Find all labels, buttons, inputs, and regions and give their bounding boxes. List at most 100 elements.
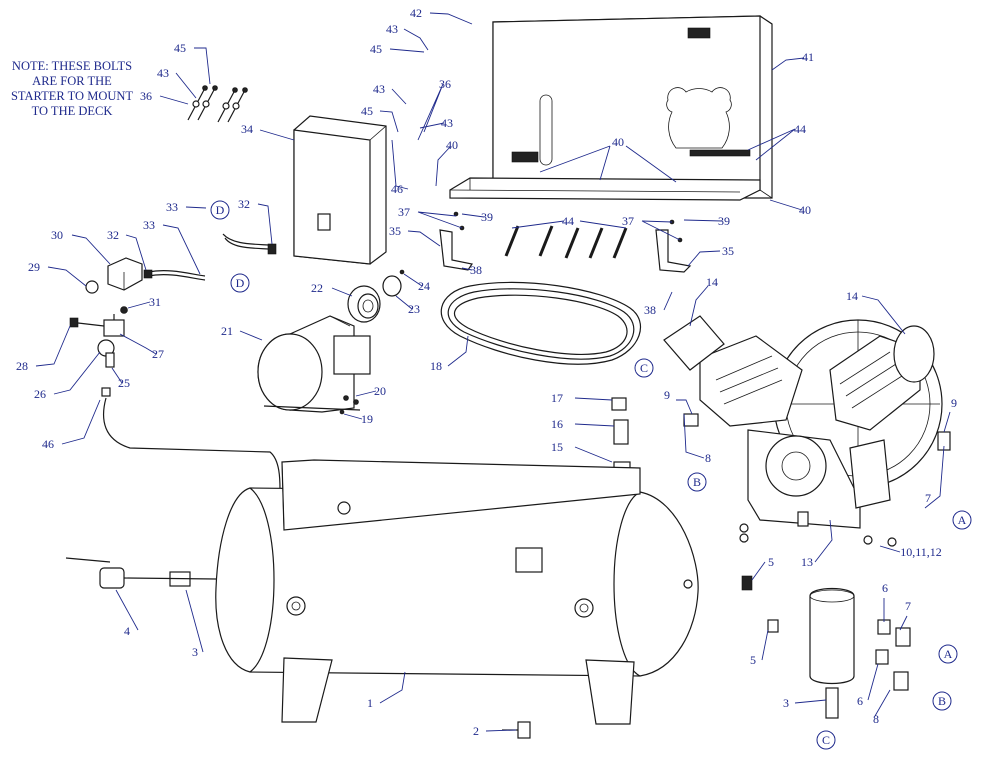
- callout-c6b: 6: [857, 694, 863, 708]
- callout-c20: 20: [374, 384, 386, 398]
- callout-c9a: 9: [664, 388, 670, 402]
- callout-c16: 16: [551, 417, 563, 431]
- motor-pulley: [347, 269, 405, 323]
- aux-tank: [767, 587, 911, 719]
- svg-text:A: A: [944, 647, 953, 661]
- connector-B-bot: B: [932, 691, 952, 711]
- callout-c25: 25: [118, 376, 130, 390]
- callout-c40b: 40: [612, 135, 624, 149]
- callout-c37a: 37: [398, 205, 410, 219]
- callout-c40a: 40: [446, 138, 458, 152]
- callout-c26: 26: [34, 387, 46, 401]
- motor: [257, 315, 371, 415]
- callout-c35b: 35: [722, 244, 734, 258]
- callout-c5a: 5: [768, 555, 774, 569]
- callout-c34: 34: [241, 122, 253, 136]
- callout-c9b: 9: [951, 396, 957, 410]
- callout-c32b: 32: [238, 197, 250, 211]
- callout-c18: 18: [430, 359, 442, 373]
- callout-c32a: 32: [107, 228, 119, 242]
- callout-c45c: 45: [361, 104, 373, 118]
- callout-c43b: 43: [157, 66, 169, 80]
- connector-C-bot: C: [816, 730, 836, 750]
- callout-c40c: 40: [799, 203, 811, 217]
- callout-c13: 13: [801, 555, 813, 569]
- svg-text:A: A: [958, 513, 967, 527]
- callout-c21: 21: [221, 324, 233, 338]
- callout-c43a: 43: [386, 22, 398, 36]
- callout-c7b: 7: [925, 491, 931, 505]
- guard-brackets: [439, 211, 692, 273]
- callout-c31: 31: [149, 295, 161, 309]
- callout-c45b: 45: [174, 41, 186, 55]
- callout-c28: 28: [16, 359, 28, 373]
- callout-c38a: 38: [470, 263, 482, 277]
- callout-c24: 24: [418, 279, 430, 293]
- callout-c44a: 44: [794, 122, 806, 136]
- svg-text:C: C: [822, 733, 830, 747]
- callout-c27: 27: [152, 347, 164, 361]
- callout-c6a: 6: [882, 581, 888, 595]
- starter-box: [293, 115, 387, 265]
- belt-guard-rail: [449, 177, 761, 201]
- callout-c7a: 7: [905, 599, 911, 613]
- note-block: NOTE: THESE BOLTS ARE FOR THE STARTER TO…: [11, 59, 133, 118]
- note-line-1: NOTE: THESE BOLTS: [12, 59, 132, 73]
- connector-D-mid: D: [230, 273, 250, 293]
- pressure-switch: [85, 233, 277, 294]
- svg-text:D: D: [236, 276, 245, 290]
- callout-c43c: 43: [373, 82, 385, 96]
- callout-c33b: 33: [166, 200, 178, 214]
- connector-D-top: D: [210, 200, 230, 220]
- callout-c8a: 8: [705, 451, 711, 465]
- v-belt: [440, 281, 641, 365]
- callout-c44b: 44: [562, 214, 574, 228]
- starter-bolts: [187, 85, 248, 123]
- callout-c3b: 3: [783, 696, 789, 710]
- callout-c41: 41: [802, 50, 814, 64]
- callout-c36b: 36: [439, 77, 451, 91]
- callout-c33a: 33: [143, 218, 155, 232]
- svg-text:D: D: [216, 203, 225, 217]
- callout-c45a: 45: [370, 42, 382, 56]
- callout-c23: 23: [408, 302, 420, 316]
- callout-c19: 19: [361, 412, 373, 426]
- connector-A-bot: A: [938, 644, 958, 664]
- callout-c30: 30: [51, 228, 63, 242]
- note-line-3: STARTER TO MOUNT: [11, 89, 133, 103]
- callout-c10: 10,11,12: [900, 545, 942, 559]
- air-tank: [215, 459, 753, 725]
- callout-c17: 17: [551, 391, 563, 405]
- callout-c14b: 14: [846, 289, 858, 303]
- callout-c46b: 46: [42, 437, 54, 451]
- callout-c3a: 3: [192, 645, 198, 659]
- leader-lines: [35, 12, 951, 732]
- callout-c36a: 36: [140, 89, 152, 103]
- note-line-4: TO THE DECK: [32, 104, 113, 118]
- callout-c15: 15: [551, 440, 563, 454]
- callout-c46a: 46: [391, 182, 403, 196]
- svg-text:B: B: [938, 694, 946, 708]
- callout-c35a: 35: [389, 224, 401, 238]
- callout-numbers: 12334556677889910,11,1213141415161718192…: [16, 6, 957, 738]
- connector-A-right: A: [952, 510, 972, 530]
- callout-c37b: 37: [622, 214, 634, 228]
- callout-c39a: 39: [481, 210, 493, 224]
- compressor-pump: [663, 315, 951, 547]
- callout-c29: 29: [28, 260, 40, 274]
- callout-c14a: 14: [706, 275, 718, 289]
- manifold-assembly: [69, 306, 281, 491]
- belt-guard-panel: [492, 15, 773, 199]
- callout-c2: 2: [473, 724, 479, 738]
- svg-text:C: C: [640, 361, 648, 375]
- callout-c39b: 39: [718, 214, 730, 228]
- callout-c8b: 8: [873, 712, 879, 726]
- callout-c4: 4: [124, 624, 130, 638]
- note-line-2: ARE FOR THE: [32, 74, 112, 88]
- callout-c38b: 38: [644, 303, 656, 317]
- callout-c43d: 43: [441, 116, 453, 130]
- callout-c42: 42: [410, 6, 422, 20]
